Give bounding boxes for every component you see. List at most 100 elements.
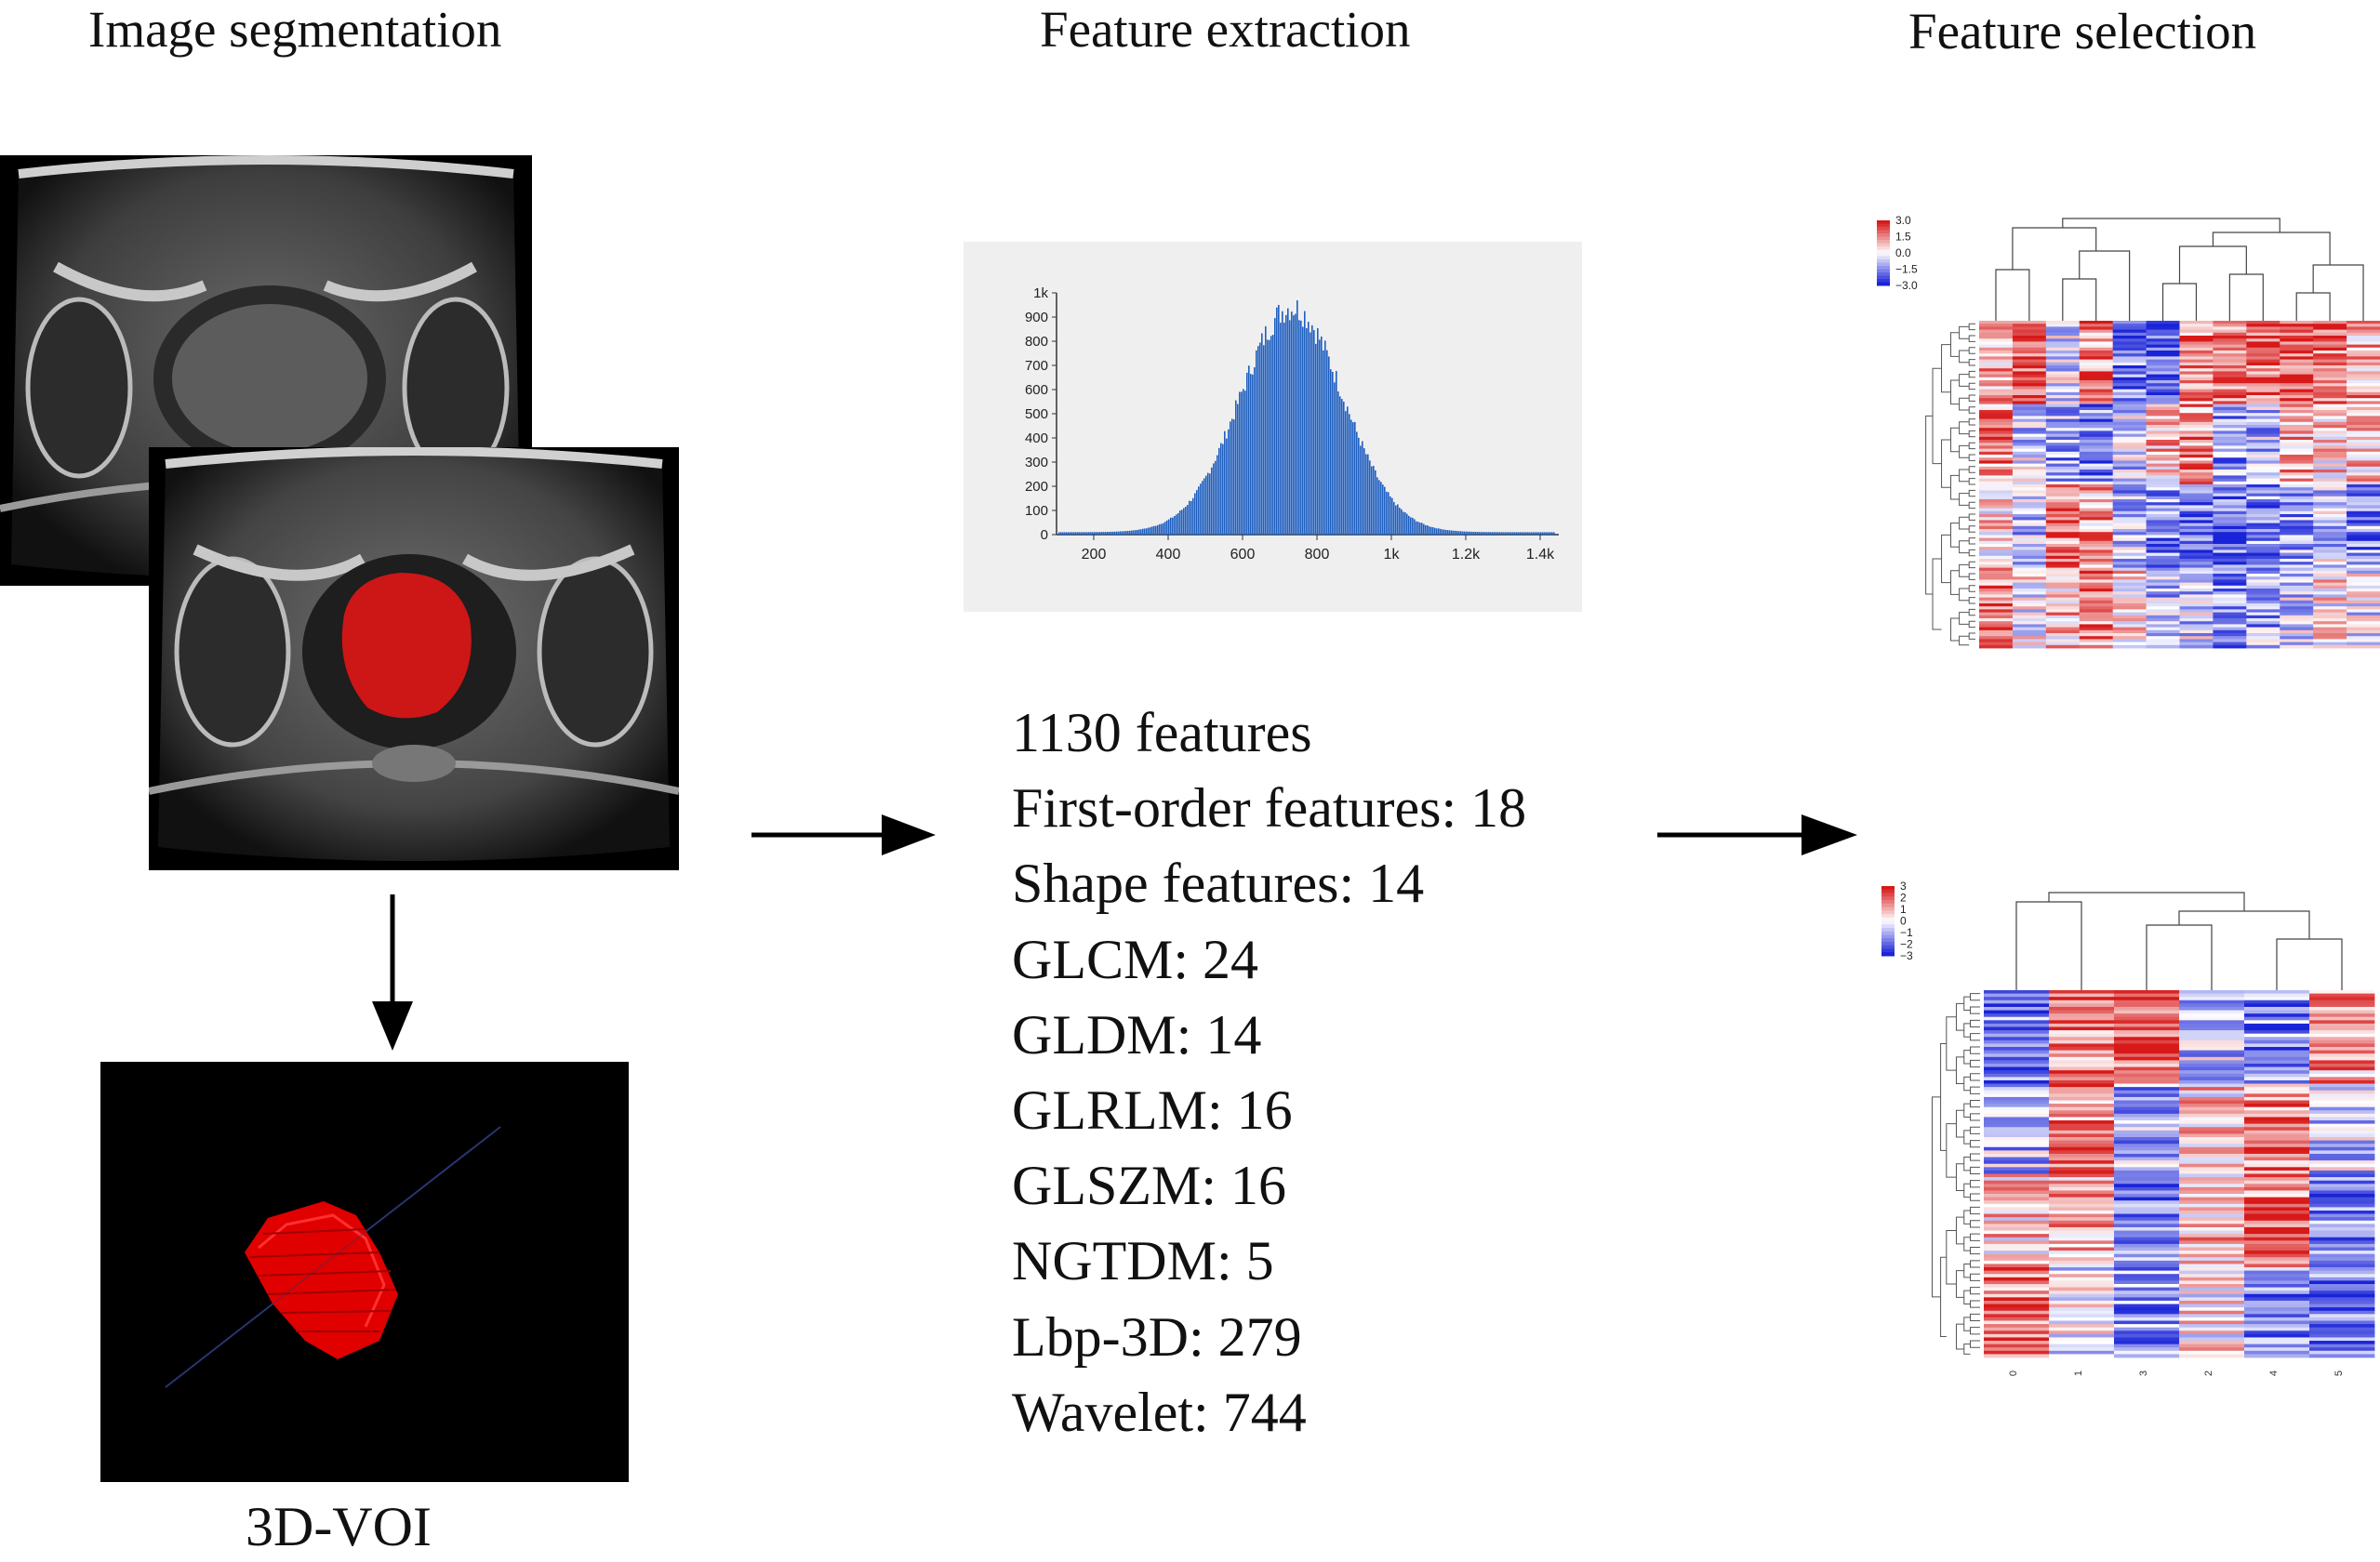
heatmap-cell <box>2246 612 2280 616</box>
heatmap-cell <box>2179 1184 2245 1188</box>
heatmap-cell <box>1984 1327 2050 1331</box>
heatmap-cell <box>1979 559 2014 563</box>
heatmap-cell <box>2045 552 2081 557</box>
heatmap-cell <box>2146 549 2180 553</box>
heatmap-cell <box>2079 523 2114 527</box>
histogram-bar <box>1250 374 1252 535</box>
heatmap-cell <box>2313 559 2347 563</box>
heatmap-cell <box>2246 591 2280 595</box>
heatmap-cell <box>2179 374 2214 378</box>
heatmap-cell <box>2114 1226 2180 1231</box>
heatmap-cell <box>2347 383 2380 387</box>
heatmap-cell <box>2309 1117 2375 1121</box>
histogram-bar <box>1321 336 1323 535</box>
heatmap-cell <box>2114 1240 2180 1245</box>
heatmap-cell <box>1984 1207 2050 1211</box>
heatmap-cell <box>2114 1070 2180 1075</box>
heatmap-cell <box>2244 1350 2310 1355</box>
heatmap-cell <box>2049 1211 2115 1214</box>
heatmap-cell <box>2280 389 2314 393</box>
histogram-bar <box>1187 505 1189 535</box>
heatmap-cell <box>2309 1280 2375 1285</box>
heatmap-cell <box>2179 1341 2245 1345</box>
heatmap-cell <box>2179 436 2214 441</box>
heatmap-cell <box>2309 1023 2375 1027</box>
heatmap-cell <box>2244 1160 2310 1165</box>
histogram-bar <box>1337 391 1339 535</box>
heatmap-cell <box>2049 1003 2115 1008</box>
heatmap-cell <box>2347 499 2380 503</box>
heatmap-cell <box>2179 1234 2245 1238</box>
heatmap-cell <box>2246 508 2280 512</box>
histogram-bar <box>1477 532 1479 535</box>
histogram-bar <box>1073 532 1075 535</box>
heatmap-cell <box>2112 510 2147 515</box>
heatmap-cell <box>2347 336 2380 339</box>
histogram-bar <box>1168 519 1170 535</box>
heatmap-cell <box>2280 351 2314 354</box>
heatmap-cell <box>2049 997 2115 1001</box>
heatmap-cell <box>2213 371 2247 375</box>
heatmap-cell <box>2012 391 2047 396</box>
histogram-bar <box>1261 333 1263 535</box>
heatmap-cell <box>2045 406 2081 411</box>
heatmap-cell <box>2114 1039 2180 1044</box>
heatmap-cell <box>2049 1327 2115 1331</box>
heatmap-cell <box>2280 451 2314 456</box>
heatmap-cell <box>2244 1083 2310 1088</box>
heatmap-cell <box>2045 374 2081 378</box>
heatmap-cell <box>2313 344 2347 349</box>
heatmap-cell <box>2114 1197 2180 1201</box>
heatmap-cell <box>2280 374 2314 378</box>
histogram-bar <box>1295 313 1296 535</box>
heatmap-cell <box>2045 636 2081 640</box>
heatmap-cell <box>2112 371 2147 375</box>
heatmap-cell <box>2012 418 2047 423</box>
heatmap-cell <box>2079 517 2114 521</box>
heatmap-cell <box>2347 570 2380 575</box>
heatmap-cell <box>2012 416 2047 419</box>
heatmap-cell <box>2049 1030 2115 1035</box>
heatmap-cell <box>2213 508 2247 512</box>
heatmap-cell <box>2347 324 2380 327</box>
heatmap-cell <box>1979 391 2014 396</box>
heatmap-cell <box>2246 389 2280 393</box>
heatmap-cell <box>2244 1247 2310 1251</box>
heatmap-top: 3.01.50.0−1.5−3.0 <box>1877 214 2380 649</box>
heatmap-cell <box>2246 371 2280 375</box>
x-tick-label: 1.2k <box>1452 547 1481 563</box>
heatmap-cell <box>2244 1297 2310 1302</box>
heatmap-cell <box>2012 570 2047 575</box>
heatmap-cell <box>2213 466 2247 470</box>
heatmap-cell <box>2244 999 2310 1004</box>
heatmap-cell <box>2347 594 2380 598</box>
heatmap-cell <box>2114 1060 2180 1065</box>
heatmap-cell <box>2179 1327 2245 1331</box>
heatmap-cell <box>2114 1053 2180 1058</box>
heatmap-cell <box>2045 597 2081 602</box>
heatmap-cell <box>2179 428 2214 431</box>
heatmap-cell <box>2012 389 2047 393</box>
heatmap-cell <box>2179 600 2214 604</box>
heatmap-cell <box>2280 636 2314 640</box>
heatmap-cell <box>2246 451 2280 456</box>
heatmap-cell <box>2213 359 2247 364</box>
heatmap-cell <box>2112 493 2147 497</box>
histogram-bar <box>1380 482 1382 535</box>
heatmap-cell <box>2114 1257 2180 1262</box>
heatmap-cell <box>2213 624 2247 628</box>
heatmap-cell <box>2114 1173 2180 1178</box>
heatmap-cell <box>2179 1137 2245 1141</box>
heatmap-cell <box>2179 406 2214 411</box>
heatmap-cell <box>2045 576 2081 580</box>
heatmap-cell <box>2280 564 2314 568</box>
heatmap-cell <box>1984 1137 2050 1141</box>
heatmap-cell <box>2179 1320 2245 1325</box>
heatmap-cell <box>1979 644 2014 649</box>
heatmap-cell <box>2049 1190 2115 1195</box>
heatmap-cell <box>1984 1013 2050 1018</box>
heatmap-cell <box>2280 505 2314 509</box>
header-image-segmentation: Image segmentation <box>88 1 502 58</box>
heatmap-cell <box>2347 478 2380 483</box>
heatmap-cell <box>2244 1190 2310 1195</box>
